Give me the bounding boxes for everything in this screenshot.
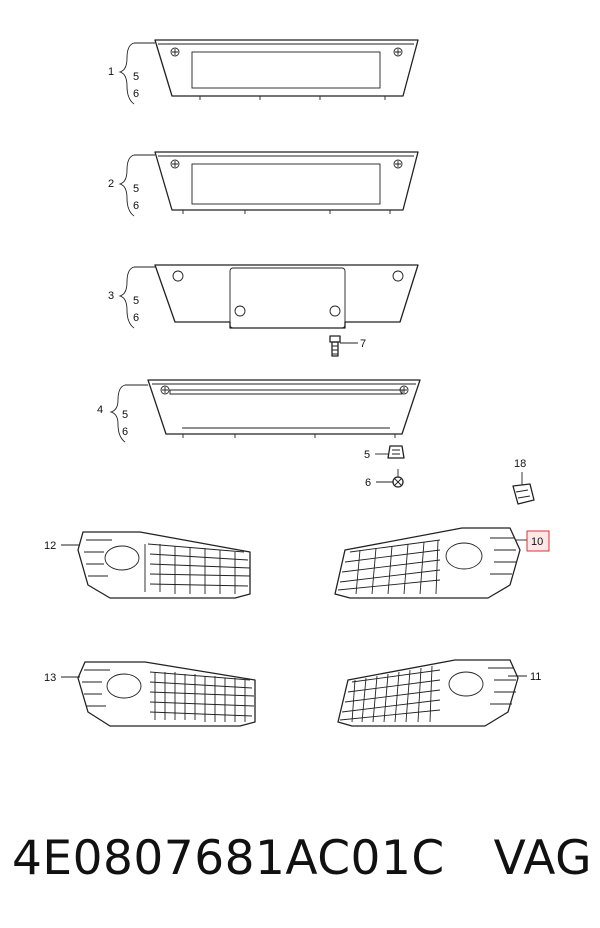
license-plate-bracket-4 (109, 379, 421, 443)
fog-grille-13 (61, 661, 256, 727)
label-3-5: 5 (133, 295, 139, 307)
label-7: 7 (360, 338, 366, 350)
label-5: 5 (364, 449, 370, 461)
label-1-6: 6 (133, 88, 139, 100)
fog-grille-10 (334, 527, 527, 599)
label-2: 2 (108, 178, 114, 190)
label-4: 4 (97, 404, 103, 416)
label-12: 12 (44, 540, 56, 552)
bracket-clip-18 (512, 472, 535, 505)
label-4-5: 5 (122, 409, 128, 421)
label-4-6: 6 (122, 426, 128, 438)
label-3: 3 (108, 290, 114, 302)
clip-5 (375, 445, 405, 459)
brand-name: VAG (493, 830, 592, 886)
bolt-7 (329, 335, 358, 357)
license-plate-bracket-1 (118, 39, 419, 105)
part-number: 4E0807681AC01C (12, 830, 445, 886)
label-3-6: 6 (133, 312, 139, 324)
fog-grille-11 (337, 659, 527, 727)
parts-diagram: 1 5 6 2 5 6 3 5 6 7 (44, 39, 550, 727)
license-plate-bracket-2 (118, 151, 419, 217)
label-2-5: 5 (133, 183, 139, 195)
screw-6 (376, 469, 404, 488)
footer: 4E0807681AC01C VAG (12, 818, 592, 898)
fog-grille-12 (61, 531, 251, 599)
label-6: 6 (365, 477, 371, 489)
highlight-box-10 (526, 530, 550, 552)
label-2-6: 6 (133, 200, 139, 212)
license-plate-bracket-3 (118, 264, 419, 329)
label-10: 10 (531, 536, 543, 548)
label-11: 11 (530, 671, 541, 683)
label-1: 1 (108, 66, 114, 78)
label-13: 13 (44, 672, 56, 684)
label-18: 18 (514, 458, 526, 470)
label-1-5: 5 (133, 71, 139, 83)
